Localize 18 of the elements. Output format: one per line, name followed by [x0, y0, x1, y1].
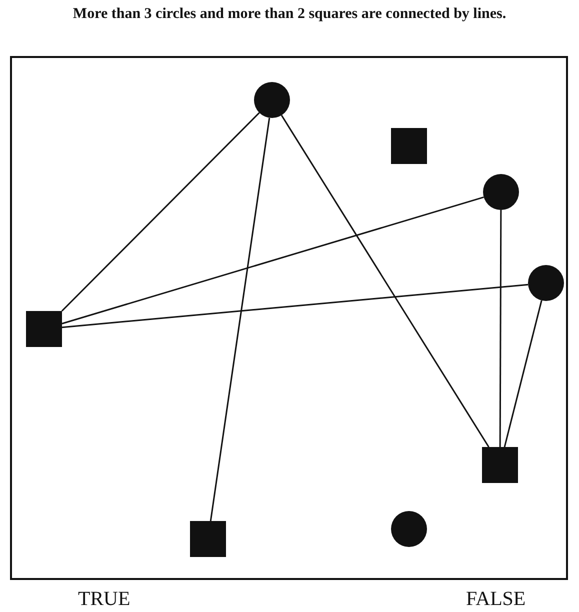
circle-node	[528, 265, 564, 301]
circle-node	[483, 174, 519, 210]
connector-line	[499, 210, 502, 447]
connector-line	[61, 112, 260, 312]
connector-line	[62, 284, 528, 328]
answer-label: FALSE	[466, 588, 526, 611]
square-node	[391, 128, 427, 164]
title: More than 3 circles and more than 2 squares are connected by lines.	[72, 5, 508, 24]
connector-line	[280, 114, 490, 448]
connector-line	[504, 300, 542, 448]
circle-node	[391, 511, 427, 547]
square-node	[482, 447, 518, 483]
square-node	[190, 521, 226, 557]
answer-label: TRUE	[78, 588, 130, 611]
circle-node	[254, 82, 290, 118]
connector-line	[62, 196, 484, 324]
connector-line	[210, 118, 270, 522]
square-node	[26, 311, 62, 347]
